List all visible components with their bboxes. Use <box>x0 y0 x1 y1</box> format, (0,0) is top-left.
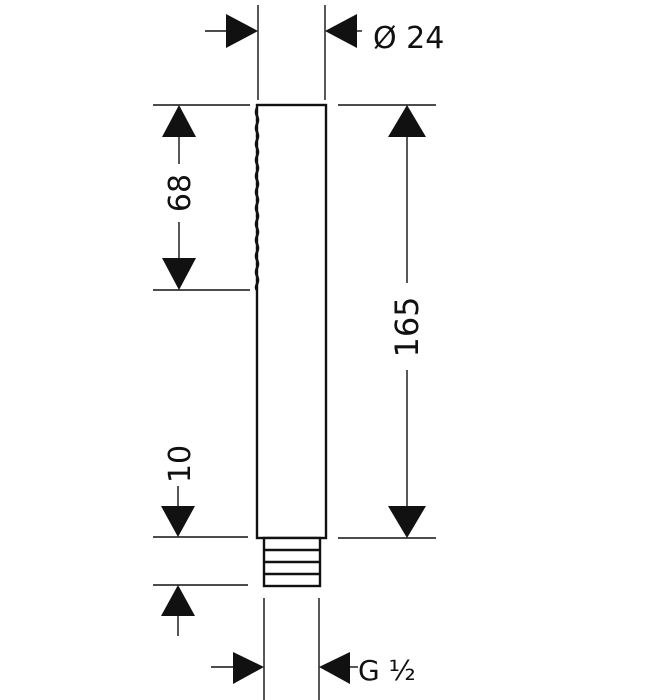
arrow-right-icon <box>233 652 264 684</box>
total-length-label: 165 <box>388 296 426 357</box>
thread-size-label: G ½ <box>358 654 416 687</box>
handle-body <box>254 103 328 540</box>
arrow-down-icon <box>161 506 195 537</box>
total-length-dimension: 165 <box>338 104 436 539</box>
arrow-left-icon <box>319 652 350 684</box>
arrow-down-icon <box>162 258 196 290</box>
arrow-right-icon <box>226 14 258 48</box>
thread-length-label: 10 <box>163 445 198 483</box>
arrow-up-icon <box>162 105 196 137</box>
arrow-up-icon <box>388 105 426 137</box>
diameter-dimension: Ø 24 <box>205 5 444 100</box>
grip-length-dimension: 68 <box>153 104 250 291</box>
thread-size-dimension: G ½ <box>211 598 416 700</box>
diameter-label: Ø 24 <box>373 21 444 56</box>
thread-connector <box>262 536 322 588</box>
thread-length-dimension: 10 <box>153 445 248 636</box>
arrow-down-icon <box>388 506 426 538</box>
grip-length-label: 68 <box>163 174 198 212</box>
grip-texture <box>254 107 260 291</box>
arrow-left-icon <box>325 14 357 48</box>
arrow-up-icon <box>161 585 195 616</box>
